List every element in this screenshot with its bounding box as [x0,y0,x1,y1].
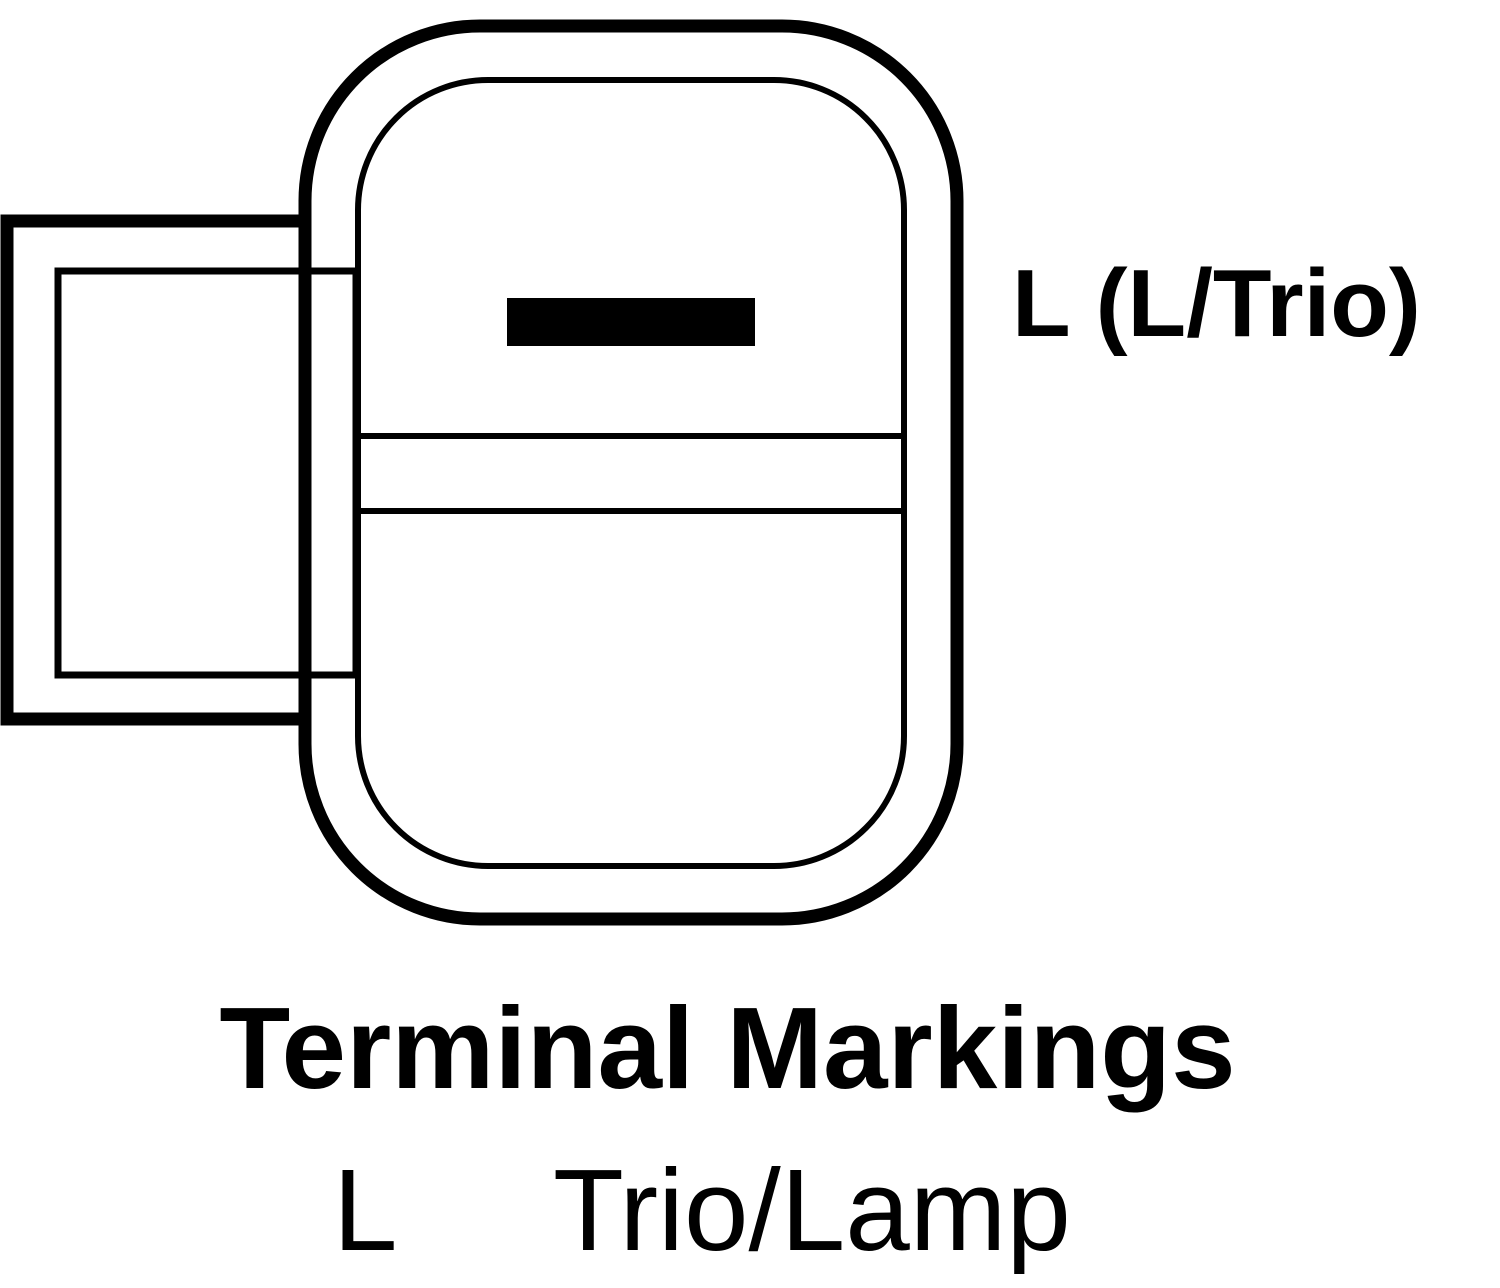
connector-tab-outline [0,214,305,726]
legend-code: L [333,1145,398,1275]
connector-body-inner [355,77,907,869]
connector-body-outline [298,19,964,926]
legend-description: Trio/Lamp [553,1145,1071,1275]
pin-label-l: L (L/Trio) [1012,250,1421,357]
terminal-pin-l [507,298,755,346]
legend-title: Terminal Markings [219,983,1236,1113]
